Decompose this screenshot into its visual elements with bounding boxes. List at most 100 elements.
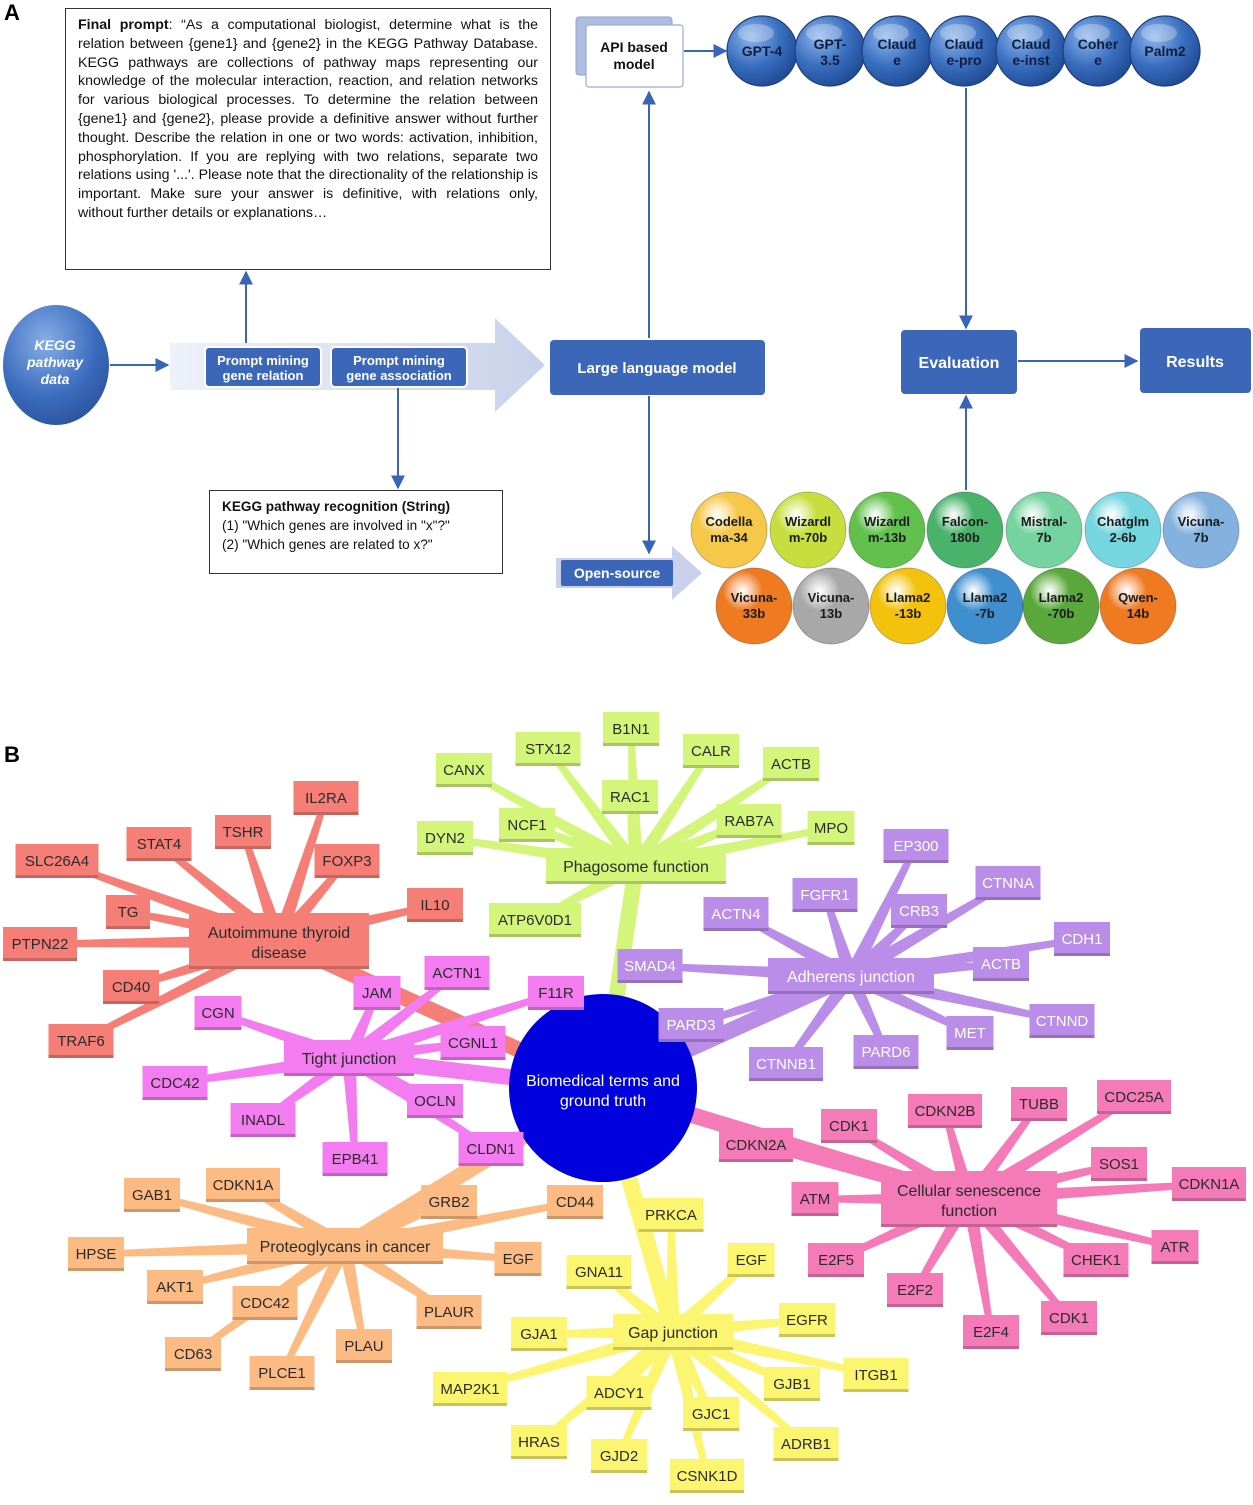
open-model-Mistral-7b: Mistral-7b (1005, 491, 1083, 569)
leaf-phagosome-dyn2: DYN2 (417, 821, 473, 855)
leaf-autoimmune-traf6: TRAF6 (48, 1024, 114, 1058)
open-model-label: Vicuna- (808, 590, 855, 605)
open-model-label: -13b (895, 606, 922, 621)
leaf-label: CALR (691, 743, 731, 760)
leaf-phagosome-rac1: RAC1 (602, 780, 658, 814)
leaf-label: CGN (201, 1005, 234, 1022)
leaf-label: E2F5 (818, 1252, 854, 1269)
api-model-label: Palm2 (1144, 43, 1185, 59)
leaf-label: CDK1 (1049, 1310, 1089, 1327)
evaluation-box: Evaluation (901, 330, 1017, 394)
leaf-autoimmune-slc26a4: SLC26A4 (15, 844, 99, 878)
leaf-label: CHEK1 (1071, 1252, 1121, 1269)
hub-label: Adherens junction (787, 969, 915, 986)
leaf-gap-prkca: PRKCA (638, 1198, 704, 1232)
leaf-gap-csnk1d: CSNK1D (670, 1459, 744, 1493)
open-model-label: Vicuna- (731, 590, 778, 605)
leaf-proteoglycans-plaur: PLAUR (416, 1295, 482, 1329)
leaf-phagosome-canx: CANX (436, 753, 492, 787)
leaf-tight-ocln: OCLN (407, 1084, 463, 1118)
open-model-label: Falcon- (942, 514, 988, 529)
hub-label: disease (251, 945, 306, 962)
api-model-label: e (1094, 52, 1102, 68)
leaf-branch-adherens-1 (822, 894, 858, 979)
leaf-label: CDK1 (829, 1118, 869, 1135)
hub-proteoglycans: Proteoglycans in cancer (247, 1228, 443, 1264)
leaf-senescence-tubb: TUBB (1011, 1087, 1067, 1121)
center-label-1: Biomedical terms and (526, 1073, 680, 1090)
hub-tight: Tight junction (284, 1040, 414, 1076)
open-source-box: Open-source (561, 560, 673, 586)
leaf-label: MPO (814, 820, 848, 837)
hub-label: Phagosome function (563, 859, 709, 876)
leaf-autoimmune-il10: IL10 (407, 888, 463, 922)
leaf-label: STX12 (525, 741, 571, 758)
leaf-branch-gap-0 (666, 1214, 680, 1333)
leaf-gap-gjd2: GJD2 (591, 1439, 647, 1473)
leaf-autoimmune-foxp3: FOXP3 (314, 844, 380, 878)
kegg-pathway-data-node: KEGG pathway data (3, 305, 109, 425)
leaf-tight-f11r: F11R (528, 976, 584, 1010)
leaf-label: GJB1 (773, 1376, 811, 1393)
leaf-label: SOS1 (1099, 1156, 1139, 1173)
leaf-gap-adrb1: ADRB1 (773, 1427, 839, 1461)
leaf-label: EGF (736, 1252, 767, 1269)
recognition-title: KEGG pathway recognition (String) (222, 499, 451, 514)
open-model-Llama2-13b: Llama2-13b (869, 567, 947, 645)
leaf-tight-actn1: ACTN1 (424, 956, 490, 990)
leaf-senescence-cdkn2a: CDKN2A (719, 1128, 793, 1162)
leaf-label: F11R (538, 985, 574, 1002)
leaf-label: CANX (443, 762, 485, 779)
leaf-tight-inadl: INADL (230, 1103, 296, 1137)
leaf-proteoglycans-cdkn1a: CDKN1A (206, 1168, 280, 1202)
leaf-label: CDKN2A (726, 1137, 787, 1154)
svg-text:API based: API based (600, 39, 668, 55)
leaf-label: PLCE1 (258, 1365, 306, 1382)
open-model-Llama2-70b: Llama2-70b (1022, 567, 1100, 645)
leaf-label: ACTN4 (711, 906, 760, 923)
leaf-gap-gjb1: GJB1 (764, 1367, 820, 1401)
leaf-branch-autoimmune-0 (272, 797, 329, 944)
leaf-phagosome-mpo: MPO (807, 811, 855, 845)
prompt-mining-association-box: Prompt mining gene association (330, 346, 468, 388)
leaf-gap-hras: HRAS (511, 1425, 567, 1459)
leaf-adherens-met: MET (946, 1016, 994, 1050)
leaf-label: SLC26A4 (25, 853, 89, 870)
leaf-label: PRKCA (645, 1207, 697, 1224)
svg-text:gene relation: gene relation (223, 368, 304, 383)
leaf-proteoglycans-grb2: GRB2 (421, 1185, 477, 1219)
leaf-branch-phagosome-5 (632, 761, 793, 872)
leaf-senescence-atm: ATM (791, 1182, 839, 1216)
leaf-autoimmune-cd40: CD40 (103, 970, 159, 1004)
leaf-tight-cgnl1: CGNL1 (440, 1026, 506, 1060)
open-model-label: Codella (706, 514, 754, 529)
hub-label: Autoimmune thyroid (208, 925, 350, 942)
hub-adherens: Adherens junction (768, 958, 934, 994)
leaf-label: TG (118, 904, 139, 921)
leaf-proteoglycans-akt1: AKT1 (147, 1270, 203, 1304)
hub-label: Gap junction (628, 1325, 718, 1342)
leaf-branch-senescence-12 (962, 1197, 994, 1333)
api-model-label: Claud (878, 36, 917, 52)
leaf-adherens-pard6: PARD6 (853, 1035, 919, 1069)
leaf-branch-adherens-12 (783, 971, 857, 1066)
leaf-gap-itgb1: ITGB1 (843, 1358, 909, 1392)
open-model-label: m-70b (789, 530, 827, 545)
leaf-branch-phagosome-1 (545, 747, 642, 871)
open-model-label: 7b (1036, 530, 1051, 545)
open-source-model-circles: Codellama-34Wizardlm-70bWizardlm-13bFalc… (690, 491, 1240, 645)
leaf-label: OCLN (414, 1093, 456, 1110)
leaf-adherens-ctnnd: CTNND (1029, 1004, 1095, 1038)
leaf-phagosome-calr: CALR (683, 734, 739, 768)
open-model-label: ma-34 (710, 530, 748, 545)
panel-b-label: B (4, 742, 20, 767)
panel-a-label: A (4, 0, 20, 25)
leaf-label: CDKN1A (1179, 1176, 1240, 1193)
leaf-branch-proteoglycans-10 (338, 1244, 367, 1347)
